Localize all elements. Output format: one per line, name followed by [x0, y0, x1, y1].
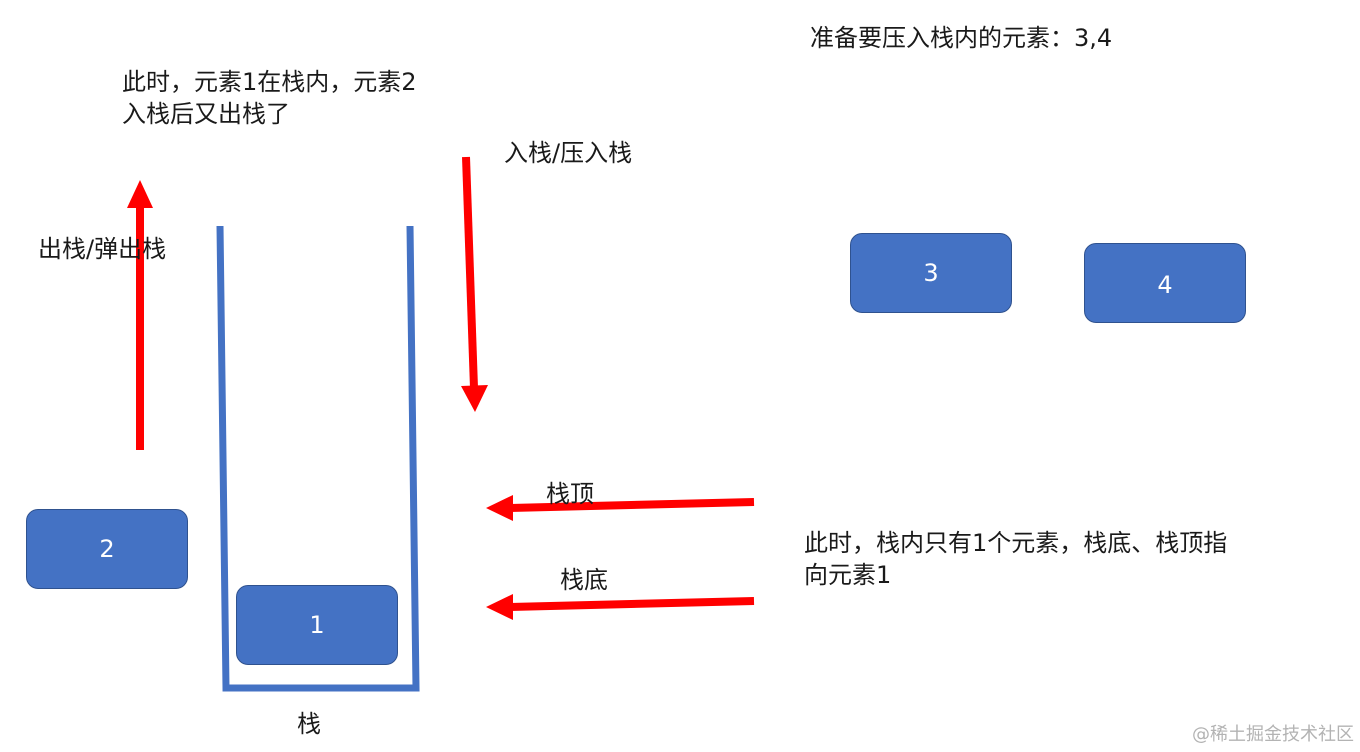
bottom-right-note-line-1: 此时，栈内只有1个元素，栈底、栈顶指 — [804, 529, 1228, 557]
element-box-1: 1 — [236, 585, 398, 665]
stack-bottom-arrow-shaft — [509, 597, 755, 611]
top-left-note-line-2: 入栈后又出栈了 — [122, 100, 290, 128]
stack-container-outline — [216, 225, 420, 692]
stack-bottom-label: 栈底 — [560, 566, 608, 594]
stack-bottom-arrow-head — [486, 594, 513, 620]
element-box-3-label: 3 — [923, 259, 939, 287]
element-box-2-label: 2 — [99, 535, 115, 563]
stack-top-arrow-head — [486, 495, 513, 521]
stack-top-label: 栈顶 — [546, 480, 594, 508]
element-box-4-label: 4 — [1157, 271, 1173, 299]
top-left-note: 此时，元素1在栈内，元素2 入栈后又出栈了 — [122, 66, 417, 130]
pending-elements-title: 准备要压入栈内的元素：3,4 — [810, 24, 1113, 52]
bottom-right-note-line-2: 向元素1 — [804, 561, 892, 589]
element-box-3: 3 — [850, 233, 1012, 313]
element-box-1-label: 1 — [309, 611, 325, 639]
push-label: 入栈/压入栈 — [504, 139, 633, 167]
push-arrow-shaft — [462, 156, 478, 389]
element-box-2: 2 — [26, 509, 188, 589]
watermark: @稀土掘金技术社区 — [1192, 724, 1354, 745]
stack-caption: 栈 — [297, 710, 321, 738]
pop-arrow-head — [127, 180, 153, 208]
stack-top-arrow-shaft — [509, 498, 755, 512]
element-box-4: 4 — [1084, 243, 1246, 323]
pop-label: 出栈/弹出栈 — [38, 235, 167, 263]
push-arrow-head — [461, 385, 488, 412]
bottom-right-note: 此时，栈内只有1个元素，栈底、栈顶指 向元素1 — [804, 527, 1227, 591]
top-left-note-line-1: 此时，元素1在栈内，元素2 — [122, 68, 417, 96]
